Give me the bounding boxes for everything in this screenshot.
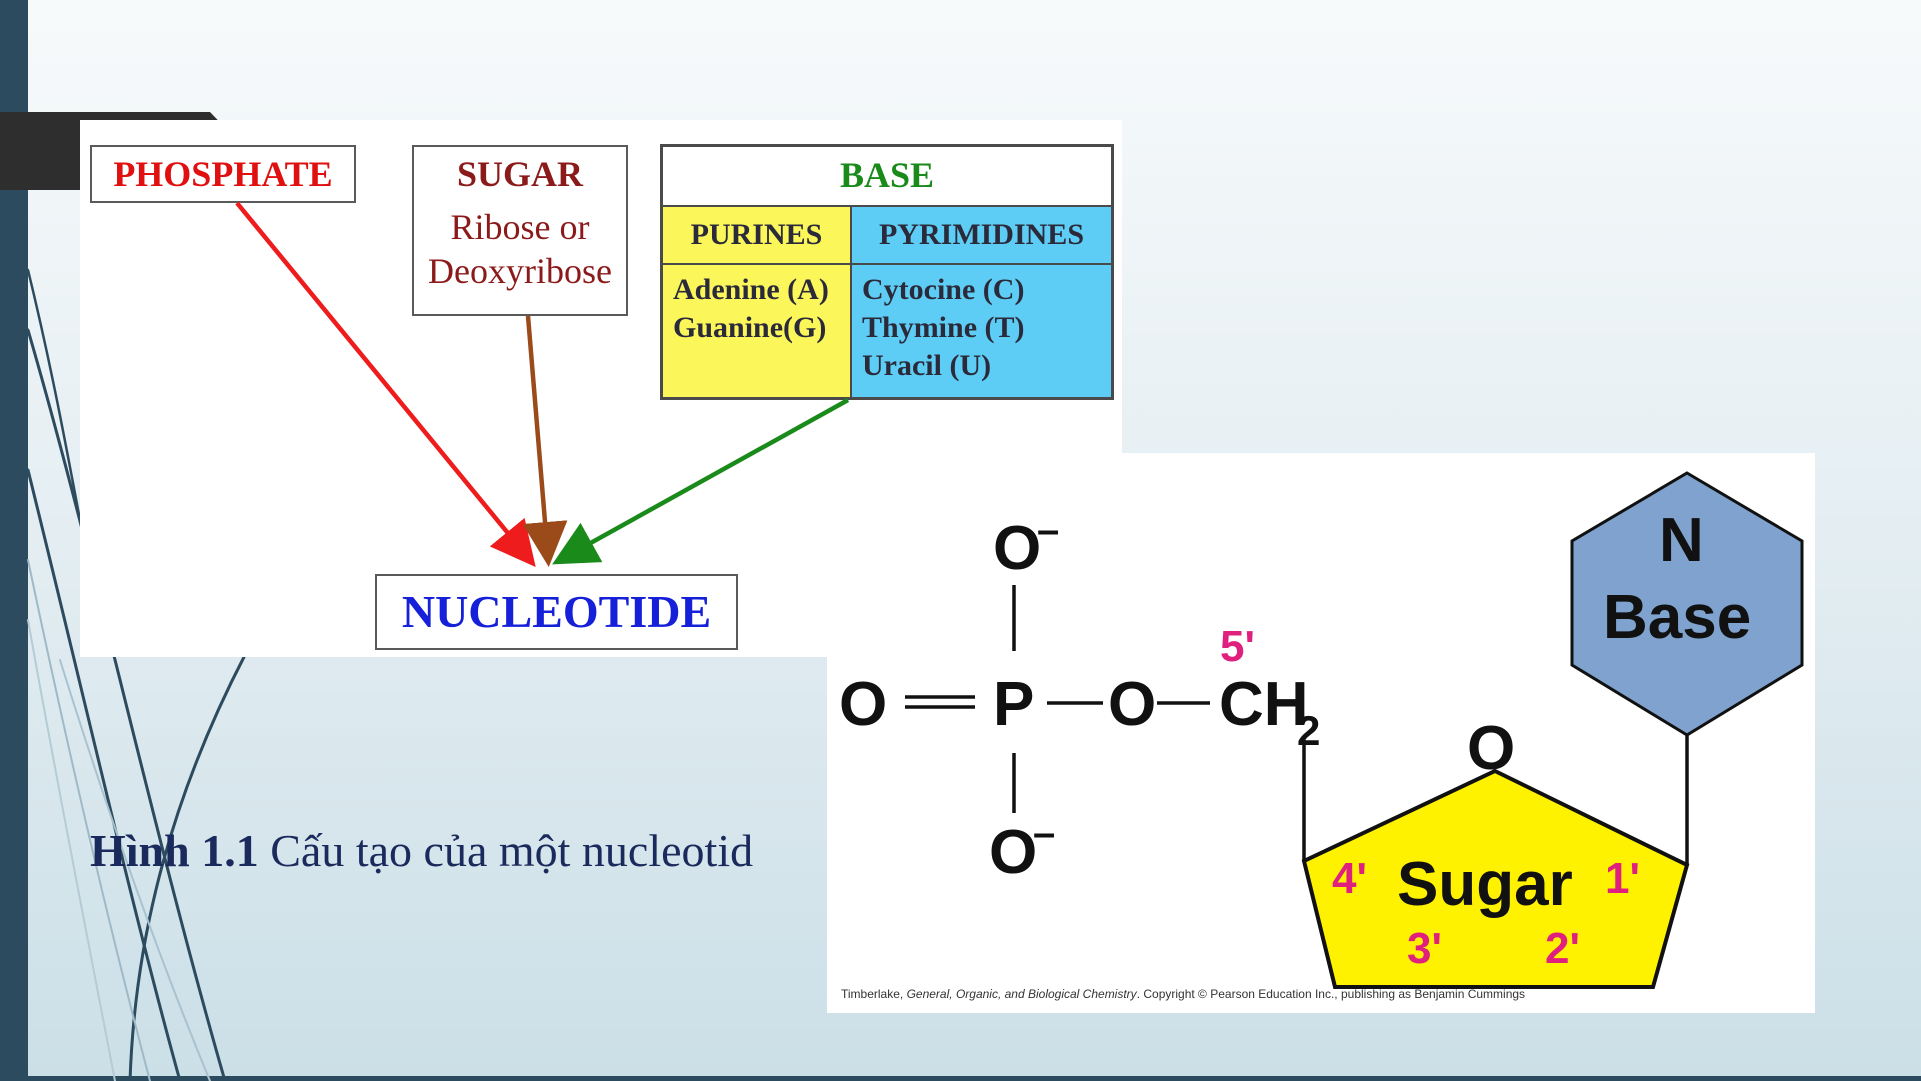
bottom-accent-band	[0, 1076, 1921, 1081]
sugar-line-1: Ribose or	[450, 207, 590, 247]
nucleotide-box: NUCLEOTIDE	[375, 574, 738, 650]
structure-drawing: O – O – O P O CH 2 O Sugar N Base 5' 4' …	[839, 471, 1804, 989]
base-hexagon	[1570, 471, 1804, 737]
purines-header: PURINES	[663, 207, 850, 265]
base-table: BASE PURINES Adenine (A) Guanine(G) PYRI…	[660, 144, 1114, 400]
o-bridge-atom: O	[1108, 670, 1156, 739]
p-atom: P	[993, 670, 1034, 739]
pyrimidine-item: Cytocine (C)	[862, 273, 1025, 306]
pyrimidine-item: Thymine (T)	[862, 311, 1025, 344]
ch2-subscript: 2	[1297, 707, 1320, 754]
caption-number: Hình 1.1	[90, 825, 259, 876]
phosphate-arrow	[235, 201, 536, 567]
figure-caption: Hình 1.1 Cấu tạo của một nucleotid	[90, 824, 753, 877]
sugar-title: SUGAR	[456, 154, 584, 194]
o-bottom-charge: –	[1033, 811, 1055, 855]
phosphate-box: PHOSPHATE	[90, 145, 356, 203]
base-title: BASE	[663, 147, 1111, 207]
c3-label: 3'	[1407, 924, 1442, 973]
c4-label: 4'	[1332, 854, 1367, 903]
ch-group: CH	[1219, 670, 1309, 739]
pyrimidine-item: Uracil (U)	[862, 349, 992, 382]
pyrimidines-header: PYRIMIDINES	[852, 207, 1111, 265]
sugar-line-2: Deoxyribose	[428, 251, 612, 291]
o-top-atom: O	[993, 514, 1041, 583]
o-ring-atom: O	[1467, 714, 1515, 783]
image-credit: Timberlake, General, Organic, and Biolog…	[841, 987, 1526, 1001]
o-top-charge: –	[1037, 508, 1059, 552]
c2-label: 2'	[1545, 924, 1580, 973]
sugar-label: Sugar	[1397, 850, 1573, 919]
base-arrow	[552, 398, 850, 565]
sugar-arrow	[522, 315, 568, 567]
base-label: Base	[1603, 583, 1751, 652]
purines-column: PURINES Adenine (A) Guanine(G)	[663, 207, 852, 397]
purine-item: Guanine(G)	[673, 311, 827, 344]
composition-arrows	[235, 201, 850, 567]
nucleotide-structure-panel: O – O – O P O CH 2 O Sugar N Base 5' 4' …	[827, 453, 1815, 1013]
c1-label: 1'	[1605, 854, 1640, 903]
sugar-ring	[1301, 768, 1690, 989]
c5-label: 5'	[1220, 622, 1255, 671]
purine-item: Adenine (A)	[673, 273, 829, 306]
base-n-label: N	[1659, 506, 1704, 575]
pyrimidines-column: PYRIMIDINES Cytocine (C) Thymine (T) Ura…	[852, 207, 1111, 397]
caption-text: Cấu tạo của một nucleotid	[258, 825, 754, 876]
o-left-atom: O	[839, 670, 887, 739]
sugar-box: SUGAR Ribose or Deoxyribose	[412, 145, 628, 316]
o-bottom-atom: O	[989, 818, 1037, 887]
